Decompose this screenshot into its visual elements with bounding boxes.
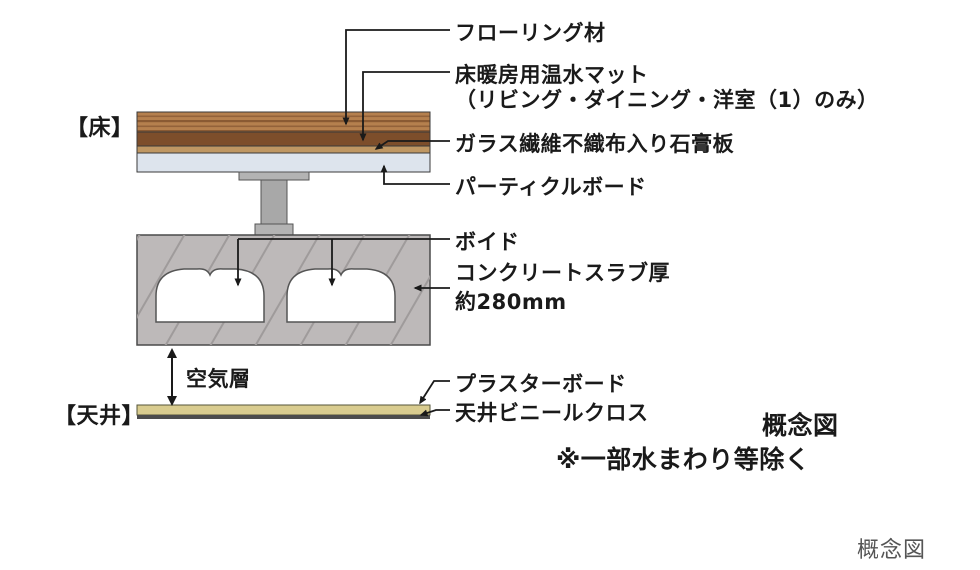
callout-flooring: フローリング材 xyxy=(455,21,606,45)
particle-board-layer xyxy=(136,152,431,173)
leader-gypsum xyxy=(374,140,450,150)
conceptual-diagram-note: 概念図 xyxy=(762,411,839,440)
callout-air-layer: 空気層 xyxy=(186,367,251,391)
callout-heating-mat-note: （リビング・ダイニング・洋室（1）のみ） xyxy=(455,88,879,112)
leader-lines xyxy=(234,29,450,417)
callout-particle-board: パーティクルボード xyxy=(455,175,647,199)
callout-gypsum-board: ガラス繊維不織布入り石膏板 xyxy=(455,132,735,156)
leader-flooring xyxy=(342,29,450,126)
exclusion-note: ※一部水まわり等除く xyxy=(556,445,811,474)
heating-mat-layer xyxy=(136,131,431,147)
air-layer-arrow xyxy=(167,348,177,406)
ceiling-side-label: 【天井】 xyxy=(54,404,145,429)
leader-heating-mat xyxy=(359,71,450,142)
leader-ceiling-vinyl xyxy=(419,409,450,417)
gypsum-board-layer xyxy=(136,145,431,154)
leader-plaster-board xyxy=(419,380,450,405)
plaster-board-layer xyxy=(136,404,431,416)
callout-plaster-board: プラスターボード xyxy=(455,372,627,396)
pedestal-plate xyxy=(238,171,310,181)
pedestal-foot xyxy=(254,223,294,236)
flooring-layer xyxy=(136,111,431,133)
callout-ceiling-vinyl: 天井ビニールクロス xyxy=(455,401,649,425)
ceiling-vinyl-layer xyxy=(137,415,430,419)
callout-slab-line1: コンクリートスラブ厚 xyxy=(455,261,670,285)
void-right xyxy=(286,268,396,323)
callout-slab-line2: 約280mm xyxy=(455,290,567,314)
callout-heating-mat: 床暖房用温水マット xyxy=(455,63,649,87)
floor-side-label: 【床】 xyxy=(66,116,134,141)
pedestal-stem xyxy=(260,179,288,225)
void-left xyxy=(155,268,265,323)
leader-particle-board xyxy=(380,164,450,185)
watermark-conceptual-diagram: 概念図 xyxy=(857,538,927,563)
callout-void: ボイド xyxy=(455,230,520,254)
